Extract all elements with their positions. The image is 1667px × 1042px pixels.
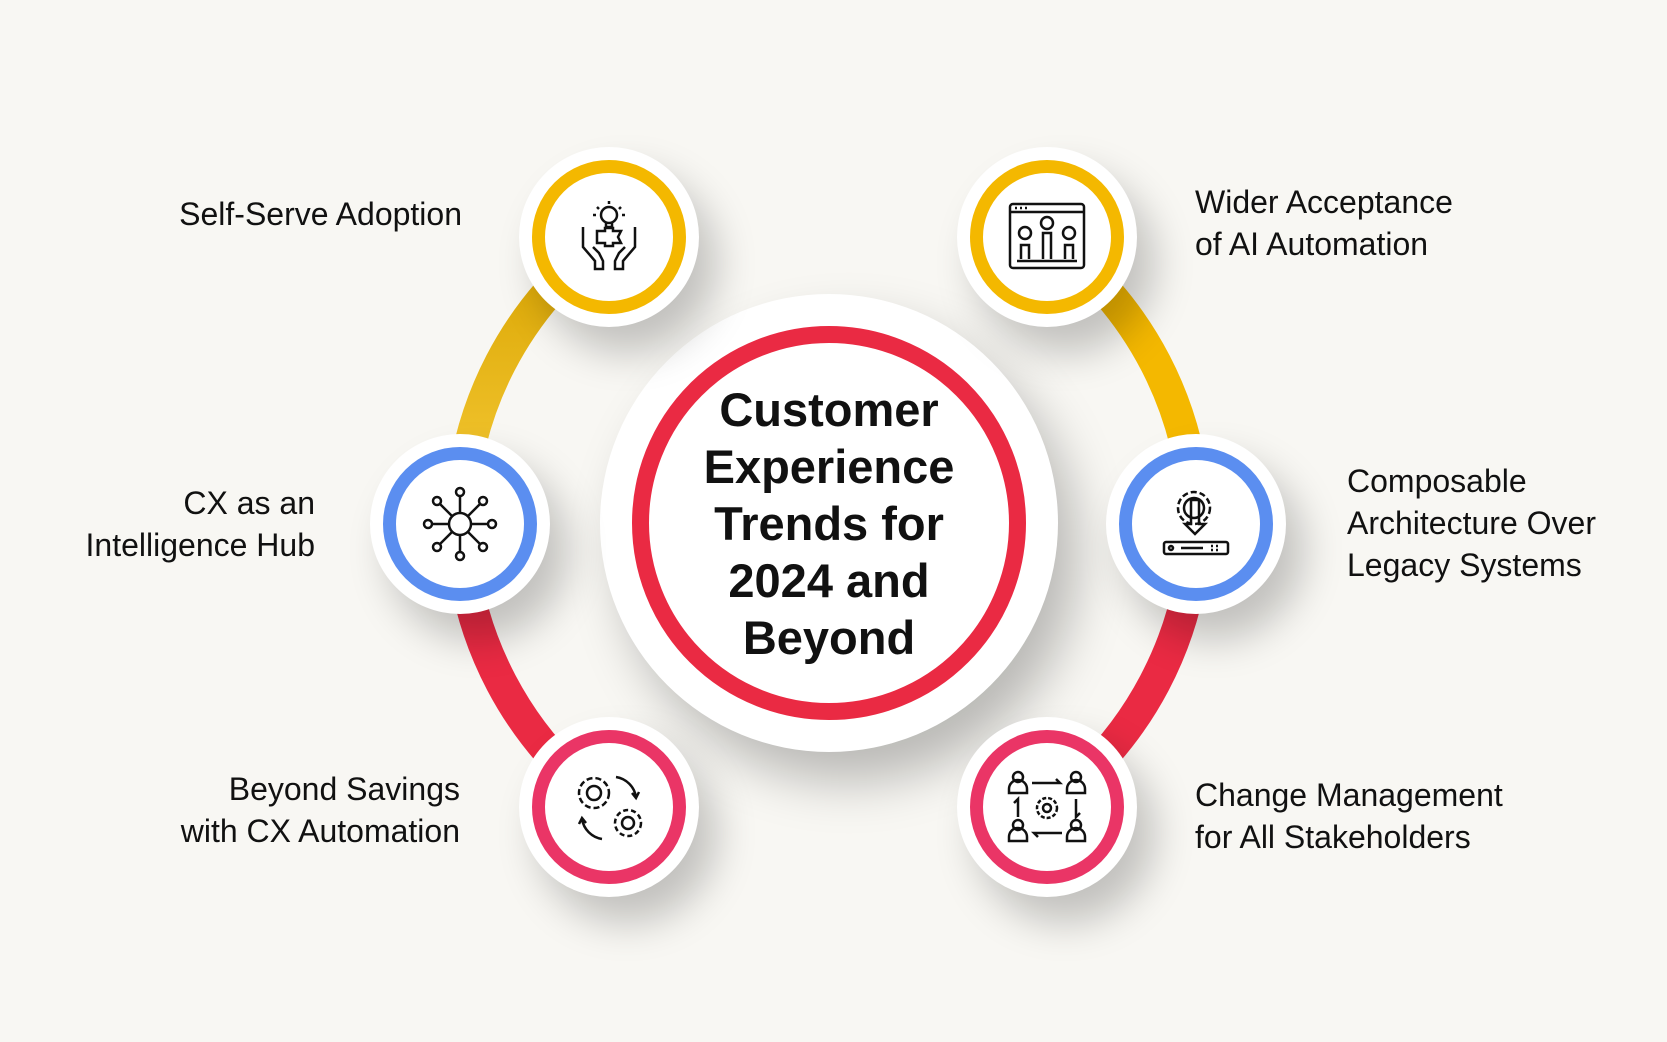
- trend-node-change-management: [957, 717, 1137, 897]
- node-ring: [532, 160, 686, 314]
- gear-server-download-icon: [1162, 490, 1230, 556]
- trend-node-self-serve: [519, 147, 699, 327]
- trend-label-beyond-savings: Beyond Savings with CX Automation: [181, 768, 460, 852]
- trend-label-self-serve: Self-Serve Adoption: [179, 193, 462, 235]
- trend-node-composable-architecture: [1106, 434, 1286, 614]
- hub-network-icon: [422, 486, 498, 562]
- trend-node-beyond-savings: [519, 717, 699, 897]
- trend-node-ai-automation: [957, 147, 1137, 327]
- title-line: Beyond: [742, 610, 916, 664]
- label-line: Legacy Systems: [1347, 547, 1582, 583]
- label-line: Wider Acceptance: [1195, 184, 1453, 220]
- title-line: Customer: [719, 382, 939, 436]
- diagram-title: Customer Experience Trends for 2024 and …: [704, 381, 955, 666]
- feedback-faces-icon: [1008, 202, 1086, 270]
- label-line: Architecture Over: [1347, 505, 1596, 541]
- title-line: 2024 and: [728, 553, 930, 607]
- title-line: Trends for: [714, 496, 944, 550]
- label-line: Change Management: [1195, 777, 1503, 813]
- node-ring: [532, 730, 686, 884]
- people-gear-exchange-icon: [1007, 770, 1087, 843]
- label-line: Self-Serve Adoption: [179, 196, 462, 232]
- node-ring: [970, 730, 1124, 884]
- trend-label-composable-architecture: Composable Architecture Over Legacy Syst…: [1347, 460, 1596, 586]
- trend-node-intelligence-hub: [370, 434, 550, 614]
- trend-label-ai-automation: Wider Acceptance of AI Automation: [1195, 181, 1453, 265]
- label-line: for All Stakeholders: [1195, 819, 1471, 855]
- label-line: Intelligence Hub: [85, 527, 315, 563]
- node-ring: [383, 447, 537, 601]
- label-line: with CX Automation: [180, 813, 460, 849]
- title-line: Experience: [703, 439, 955, 493]
- node-ring: [970, 160, 1124, 314]
- label-line: CX as an: [183, 485, 315, 521]
- node-ring: [1119, 447, 1273, 601]
- label-line: Composable: [1347, 463, 1527, 499]
- label-line: of AI Automation: [1195, 226, 1429, 262]
- trend-label-change-management: Change Management for All Stakeholders: [1195, 774, 1503, 858]
- trend-label-intelligence-hub: CX as an Intelligence Hub: [86, 482, 315, 566]
- hands-lightbulb-gear-icon: [581, 201, 637, 271]
- gears-cycle-icon: [577, 775, 643, 841]
- label-line: Beyond Savings: [228, 771, 460, 807]
- center-title-circle: Customer Experience Trends for 2024 and …: [632, 326, 1026, 720]
